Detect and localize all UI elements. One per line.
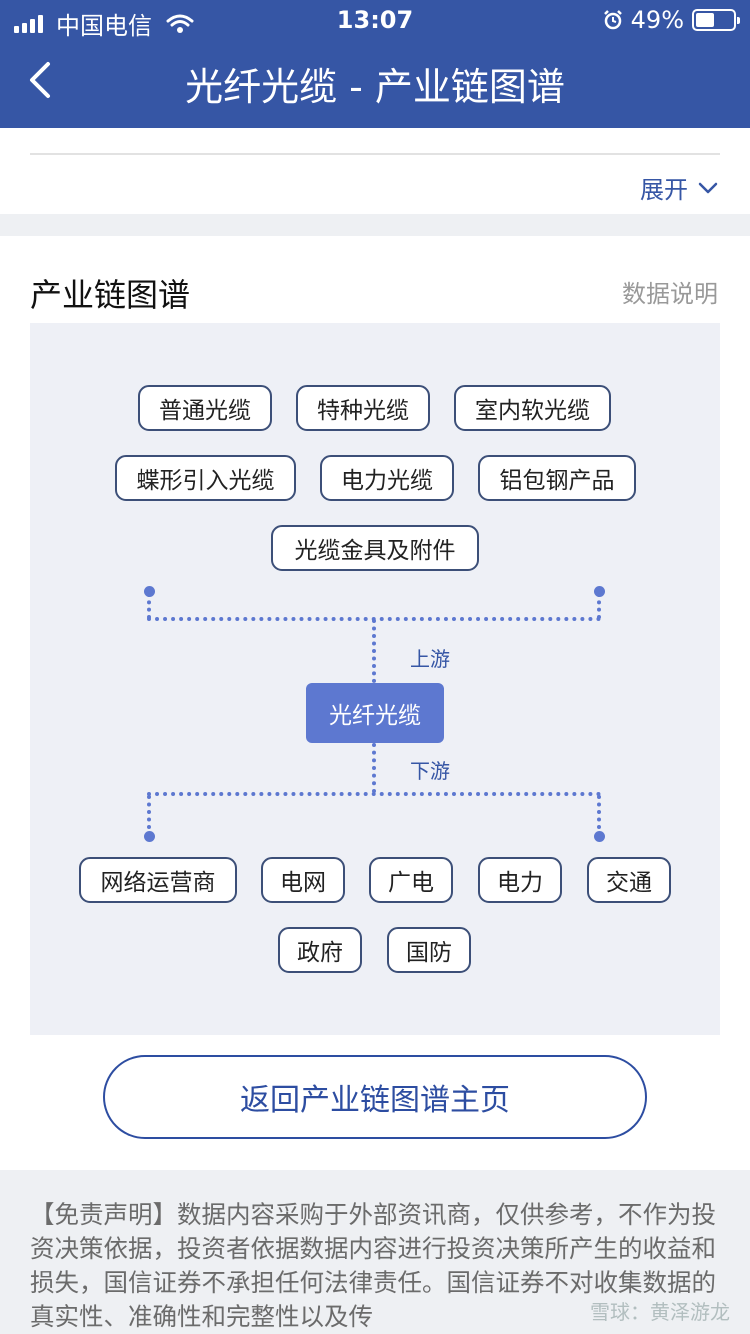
disclaimer-text: 【免责声明】数据内容采购于外部资讯商，仅供参考，不作为投资决策依据，投资者依据数… xyxy=(30,1200,716,1331)
downstream-node[interactable]: 电网 xyxy=(261,857,345,903)
connector-dot xyxy=(144,586,155,597)
alarm-icon xyxy=(603,10,622,30)
expand-label: 展开 xyxy=(640,176,688,204)
center-node[interactable]: 光纤光缆 xyxy=(306,683,444,743)
expand-button[interactable]: 展开 xyxy=(640,170,718,205)
connector-line xyxy=(372,619,376,683)
downstream-node[interactable]: 交通 xyxy=(587,857,671,903)
summary-card: 展开 xyxy=(0,128,750,214)
battery-fill xyxy=(696,13,714,27)
connector-line xyxy=(147,792,601,796)
connector-line xyxy=(597,795,601,829)
connector-dot xyxy=(594,586,605,597)
upstream-node[interactable]: 特种光缆 xyxy=(296,385,430,431)
section-title: 产业链图谱 xyxy=(30,276,191,314)
divider xyxy=(30,153,720,155)
upstream-node[interactable]: 光缆金具及附件 xyxy=(271,525,479,571)
chevron-down-icon xyxy=(698,182,718,193)
connector-dot xyxy=(594,831,605,842)
chain-card: 产业链图谱 数据说明 普通光缆 特种光缆 室内软光缆 蝶形引入光缆 电力光缆 铝… xyxy=(0,236,750,1170)
data-note-link[interactable]: 数据说明 xyxy=(622,280,718,308)
upstream-node[interactable]: 蝶形引入光缆 xyxy=(115,455,296,501)
return-home-button[interactable]: 返回产业链图谱主页 xyxy=(103,1055,647,1139)
downstream-label: 下游 xyxy=(410,759,450,783)
upstream-node[interactable]: 铝包钢产品 xyxy=(478,455,636,501)
upstream-label: 上游 xyxy=(410,647,450,671)
upstream-node[interactable]: 电力光缆 xyxy=(320,455,454,501)
connector-dot xyxy=(144,831,155,842)
page-title: 光纤光缆 - 产业链图谱 xyxy=(185,65,565,109)
downstream-node[interactable]: 电力 xyxy=(478,857,562,903)
signal-icon xyxy=(14,14,46,33)
status-bar: 中国电信 13:07 49% xyxy=(0,0,750,40)
downstream-node[interactable]: 国防 xyxy=(387,927,471,973)
upstream-node[interactable]: 普通光缆 xyxy=(138,385,272,431)
watermark: 雪球：黄泽游龙 xyxy=(590,1300,730,1324)
battery-icon xyxy=(692,9,740,31)
status-time: 13:07 xyxy=(336,6,414,34)
connector-line xyxy=(597,593,601,619)
connector-line xyxy=(147,593,151,619)
connector-line xyxy=(147,795,151,829)
chain-graph: 普通光缆 特种光缆 室内软光缆 蝶形引入光缆 电力光缆 铝包钢产品 光缆金具及附… xyxy=(30,323,720,1035)
status-right: 49% xyxy=(603,6,740,34)
status-left: 中国电信 xyxy=(14,6,194,41)
app-header: 中国电信 13:07 49% 光纤光缆 - 产业链图谱 xyxy=(0,0,750,128)
carrier-label: 中国电信 xyxy=(56,12,152,40)
connector-line xyxy=(372,743,376,793)
downstream-node[interactable]: 政府 xyxy=(278,927,362,973)
battery-percent: 49% xyxy=(630,6,684,34)
downstream-node[interactable]: 广电 xyxy=(369,857,453,903)
back-arrow-icon[interactable] xyxy=(26,60,56,100)
wifi-icon xyxy=(166,14,194,33)
upstream-node[interactable]: 室内软光缆 xyxy=(454,385,611,431)
downstream-node[interactable]: 网络运营商 xyxy=(79,857,237,903)
